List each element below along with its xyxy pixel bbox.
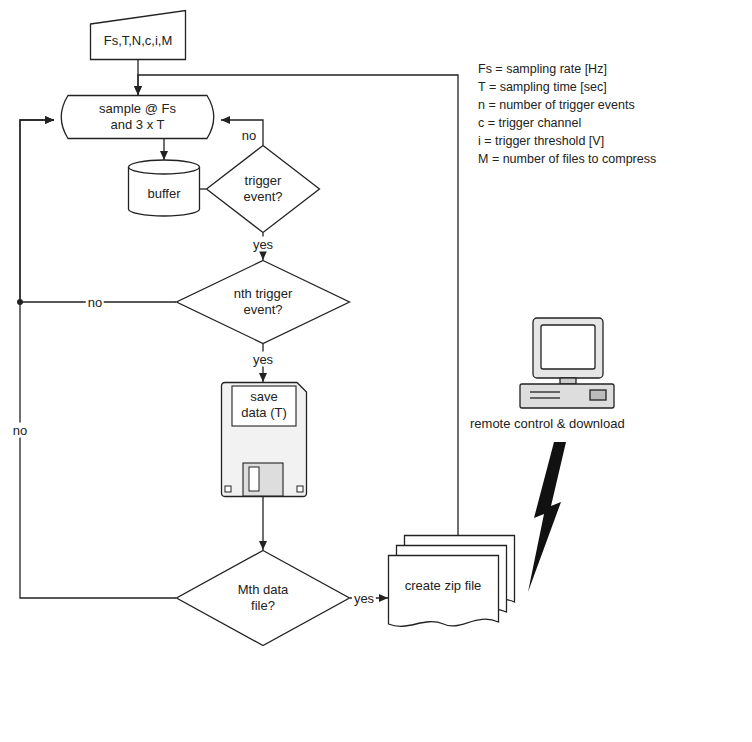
- document-stack: create zip file: [388, 535, 514, 630]
- text-group: create zip file: [405, 578, 482, 594]
- edge-label: yes: [352, 591, 376, 606]
- edge-label: no: [240, 127, 258, 142]
- arrow-head: [259, 373, 267, 382]
- diamond-outline: [177, 261, 350, 344]
- arrow-head: [259, 541, 267, 550]
- diamond-outline: [177, 551, 350, 646]
- process-box: sample @ Fs and 3 x T: [54, 95, 221, 139]
- arrow-head: [134, 86, 142, 95]
- lightning-bolt: [528, 442, 566, 592]
- text-group: nth trigger event?: [219, 286, 307, 317]
- floppy-disk: save data (T): [221, 382, 307, 497]
- connector: [160, 139, 168, 160]
- input-parallelogram: Fs,T,N,c,i,M: [90, 10, 186, 60]
- node-text: nth trigger event?: [219, 286, 307, 317]
- decision-diamond: Mth data file?: [176, 550, 350, 646]
- legend-definition: i = trigger threshold [V]: [478, 134, 604, 149]
- node-text: sample @ Fs and 3 x T: [91, 101, 184, 132]
- computer-icon: [520, 318, 614, 408]
- diamond-outline: [207, 146, 320, 233]
- connector-line: [221, 120, 263, 145]
- text-area: Fs,T,N,c,i,M: [94, 24, 182, 58]
- legend-definition: M = number of files to compress: [478, 152, 656, 167]
- connector: [200, 189, 206, 190]
- floppy-shutter: [243, 463, 283, 496]
- text-area: buffer: [132, 175, 196, 213]
- text-area: sample @ Fs and 3 x T: [91, 98, 184, 136]
- text-group: buffer: [147, 186, 180, 202]
- legend-definition: n = number of trigger events: [478, 98, 635, 113]
- text-area: nth trigger event?: [219, 281, 307, 323]
- box-outline: [61, 96, 214, 139]
- node-text: save data (T): [237, 389, 291, 420]
- node-text: buffer: [147, 186, 180, 202]
- floppy-hole: [297, 486, 303, 492]
- text-group: trigger event?: [234, 173, 292, 204]
- text-group: sample @ Fs and 3 x T: [91, 101, 184, 132]
- connector: [134, 75, 458, 535]
- legend-definition: c = trigger channel: [478, 116, 581, 131]
- connector: [221, 116, 263, 145]
- arrow-head: [379, 594, 388, 602]
- arrow-head: [160, 151, 168, 160]
- edge-label: no: [11, 423, 29, 438]
- edge-label: yes: [251, 352, 275, 367]
- decision-diamond: nth trigger event?: [176, 260, 350, 344]
- node-text: Mth data file?: [227, 582, 299, 613]
- arrow-head: [45, 116, 54, 124]
- cylinder-outline: [129, 160, 200, 216]
- text-group: save data (T): [237, 389, 291, 420]
- document-page: [389, 556, 499, 627]
- floppy-outline: [222, 383, 307, 497]
- text-area: save data (T): [237, 387, 291, 423]
- floppy-hole: [225, 486, 231, 492]
- legend-definition: T = sampling time [sec]: [478, 80, 607, 95]
- connector-line: [200, 188, 206, 189]
- decision-diamond: trigger event?: [206, 145, 320, 233]
- floppy-slot: [249, 467, 259, 491]
- arrow-head: [221, 116, 230, 124]
- parallelogram-outline: [91, 11, 186, 60]
- legend-definition: Fs = sampling rate [Hz]: [478, 62, 607, 77]
- connector-line: [138, 75, 458, 535]
- arrow-head: [259, 251, 267, 260]
- text-area: Mth data file?: [227, 574, 299, 622]
- connector: [259, 497, 267, 550]
- edge-label: no: [86, 295, 104, 310]
- text-group: Mth data file?: [227, 582, 299, 613]
- node-text: Fs,T,N,c,i,M: [104, 33, 173, 49]
- cylinder-rim: [129, 167, 200, 174]
- edge-label: yes: [251, 236, 275, 251]
- text-group: Fs,T,N,c,i,M: [104, 33, 173, 49]
- node-text: trigger event?: [234, 173, 292, 204]
- arrow-head: [134, 86, 142, 95]
- storage-cylinder: buffer: [128, 160, 200, 216]
- text-area: trigger event?: [234, 167, 292, 211]
- text-area: create zip file: [403, 557, 483, 615]
- annotation-label: remote control & download: [470, 416, 625, 432]
- arrow-head: [45, 116, 54, 124]
- floppy-label: [232, 386, 296, 426]
- node-text: create zip file: [405, 578, 482, 594]
